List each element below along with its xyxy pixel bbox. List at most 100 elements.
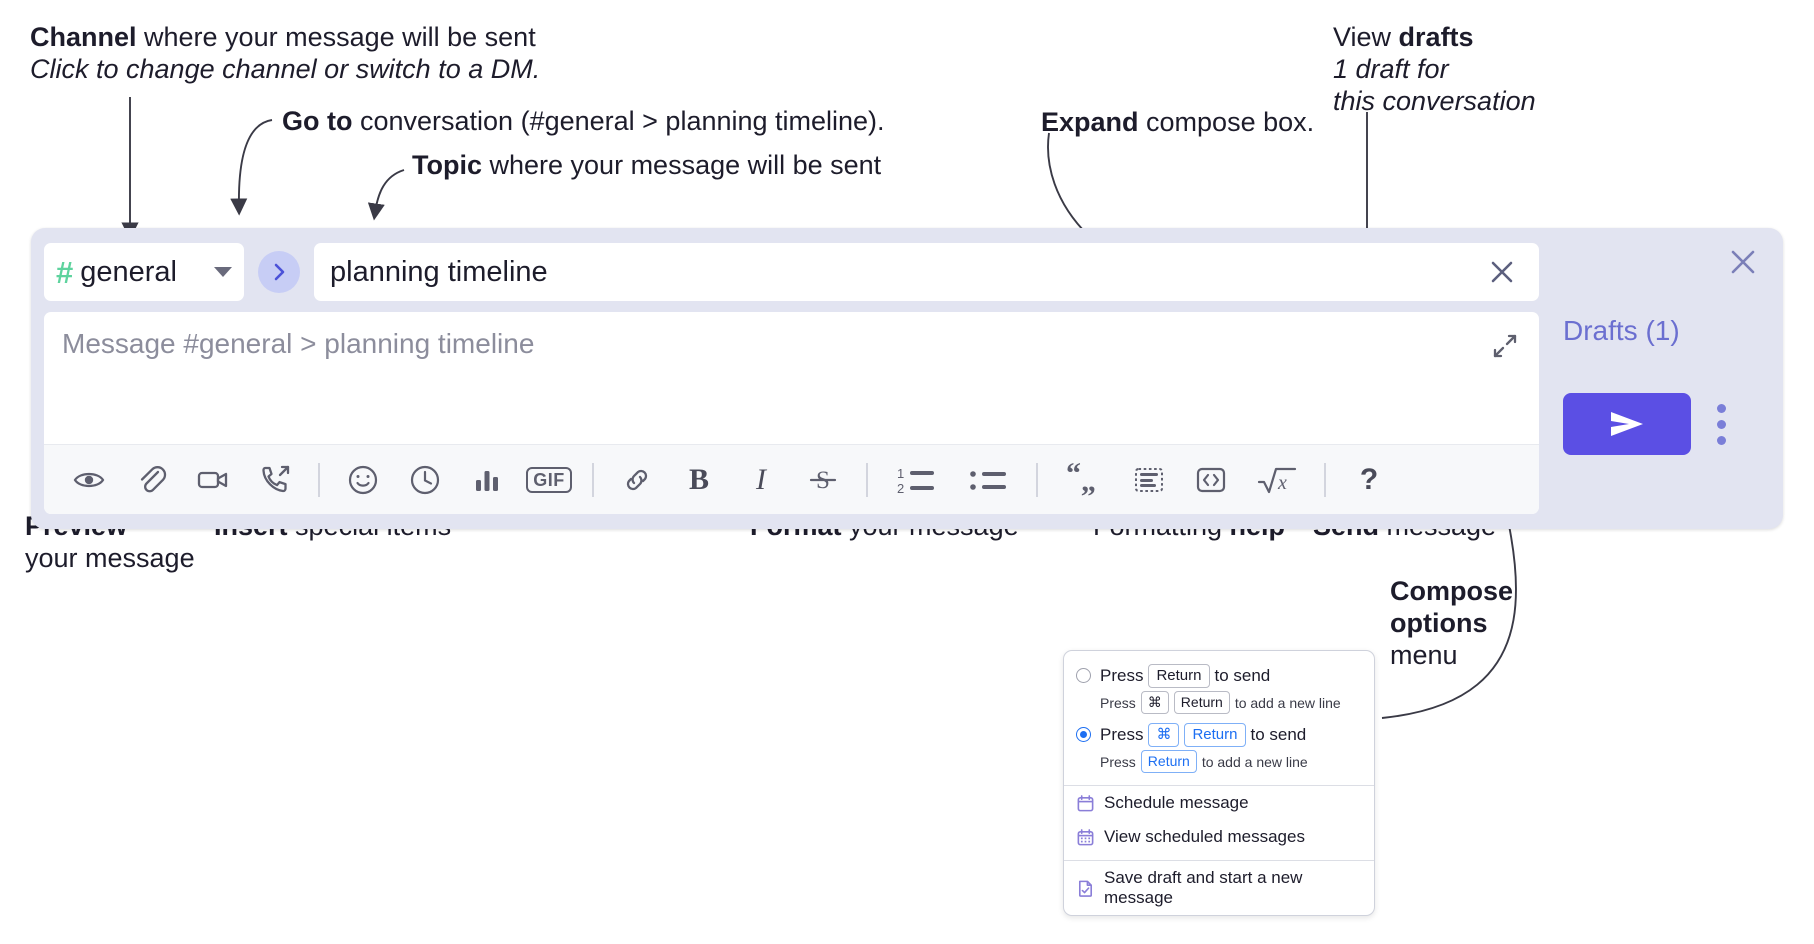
compose-options-button[interactable] (1703, 396, 1739, 452)
emoji-icon[interactable] (341, 458, 385, 502)
annotation-compose-options-line2: options (1390, 607, 1488, 638)
menu-item-label: Save draft and start a new message (1104, 868, 1303, 908)
radio-label: Press ⌘ Return to send (1100, 723, 1307, 748)
menu-item-schedule-message[interactable]: Schedule message (1064, 786, 1374, 820)
math-icon[interactable]: x (1251, 458, 1303, 502)
menu-radio-return-to-send[interactable]: Press Return to send (1064, 661, 1374, 689)
annotation-compose-options: Compose options menu (1390, 576, 1513, 672)
menu-item-label: View scheduled messages (1104, 827, 1305, 847)
gif-label: GIF (526, 466, 572, 493)
svg-text:x: x (1277, 472, 1287, 494)
key-return: Return (1148, 664, 1210, 689)
menu-radio-cmd-return-to-send[interactable]: Press ⌘ Return to send (1064, 720, 1374, 748)
annotation-drafts-line3: this conversation (1333, 85, 1536, 116)
radio2-sub-pre: Press (1100, 753, 1136, 770)
svg-text:„: „ (1081, 465, 1096, 497)
message-input[interactable]: Message #general > planning timeline (44, 312, 1539, 444)
annotation-drafts-line2: 1 draft for (1333, 53, 1449, 84)
menu-radio-1-sub: Press ⌘ Return to add a new line (1064, 688, 1374, 720)
key-command: ⌘ (1140, 691, 1169, 715)
italic-icon[interactable]: I (756, 462, 766, 496)
menu-item-label: Schedule message (1104, 793, 1249, 813)
radio-button-off[interactable] (1076, 668, 1091, 683)
annotation-topic-bold: Topic (412, 150, 482, 180)
close-compose-button[interactable] (1723, 242, 1763, 282)
strikethrough-icon[interactable]: S (801, 458, 845, 502)
ordered-list-icon[interactable]: 1 2 (889, 458, 943, 502)
dot (1716, 419, 1726, 429)
key-return: Return (1173, 691, 1230, 715)
topic-value: planning timeline (330, 255, 548, 288)
menu-divider (1064, 785, 1374, 787)
expand-icon (1493, 334, 1517, 358)
poll-icon[interactable] (465, 458, 509, 502)
save-draft-icon (1078, 880, 1093, 897)
menu-item-view-scheduled-messages[interactable]: View scheduled messages (1064, 820, 1374, 854)
annotation-expand-rest: compose box. (1138, 107, 1315, 137)
hash-icon: # (56, 254, 74, 290)
svg-text:“: “ (1066, 463, 1081, 490)
calendar-schedule-icon (1077, 794, 1094, 812)
send-paperplane-icon (1611, 412, 1643, 436)
drafts-link[interactable]: Drafts (1) (1563, 315, 1680, 346)
topic-field[interactable]: planning timeline (314, 243, 1539, 301)
annotation-channel-rest: where your message will be sent (136, 22, 536, 52)
help-icon[interactable]: ? (1359, 462, 1379, 496)
toolbar-separator (1036, 462, 1038, 497)
toolbar-separator (866, 462, 868, 497)
message-placeholder: Message #general > planning timeline (62, 328, 535, 359)
radio-button-on[interactable] (1076, 727, 1091, 743)
toolbar-separator (1324, 462, 1326, 497)
attachment-icon[interactable] (129, 458, 173, 502)
annotation-channel: Channel where your message will be sent … (30, 22, 540, 86)
annotation-channel-subtitle: Click to change channel or switch to a D… (30, 53, 541, 84)
radio1-post: to send (1214, 666, 1271, 686)
preview-icon[interactable] (67, 458, 111, 502)
key-return: Return (1184, 723, 1246, 748)
message-box: Message #general > planning timeline (44, 312, 1539, 514)
audio-clip-icon[interactable] (253, 458, 297, 502)
compose-toolbar: GIF B I S (44, 444, 1539, 514)
link-icon[interactable] (615, 458, 659, 502)
menu-radio-2-sub: Press Return to add a new line (1064, 747, 1374, 779)
compose-right-column: Drafts (1) (1551, 228, 1783, 529)
channel-name-label: general (80, 255, 177, 288)
menu-item-save-draft[interactable]: Save draft and start a new message (1064, 861, 1374, 915)
clock-icon[interactable] (403, 458, 447, 502)
chevron-right-icon (274, 263, 285, 281)
bulleted-list-icon[interactable] (961, 458, 1015, 502)
compose-header-row: # general planning timeline (44, 242, 1539, 302)
radio-label: Press Return to send (1100, 664, 1271, 689)
toolbar-separator (592, 462, 594, 497)
clear-topic-button[interactable] (1479, 249, 1525, 295)
svg-text:2: 2 (897, 481, 904, 496)
compose-inner: # general planning timeline M (44, 242, 1539, 514)
calendar-grid-icon (1077, 828, 1094, 846)
radio1-pre: Press (1100, 666, 1144, 686)
annotation-preview-rest: your message (25, 542, 195, 573)
svg-text:1: 1 (897, 466, 904, 481)
video-clip-icon[interactable] (191, 458, 235, 502)
bold-icon[interactable]: B (688, 462, 709, 496)
annotation-goto-rest: conversation (#general > planning timeli… (352, 106, 885, 136)
annotation-topic: Topic where your message will be sent (412, 150, 881, 182)
radio2-pre: Press (1100, 725, 1144, 745)
annotation-topic-rest: where your message will be sent (482, 150, 882, 180)
send-button[interactable] (1563, 393, 1691, 455)
channel-picker[interactable]: # general (44, 243, 244, 301)
blockquote-icon[interactable]: “ „ (1059, 458, 1109, 502)
expand-compose-button[interactable] (1485, 326, 1525, 366)
toolbar-separator (318, 462, 320, 497)
annotation-channel-bold: Channel (30, 22, 137, 52)
compose-options-menu: Press Return to send Press ⌘ Return to a… (1063, 650, 1375, 917)
compose-widget: # general planning timeline M (31, 228, 1783, 529)
annotation-drafts-bold: drafts (1398, 22, 1474, 52)
code-block-icon[interactable] (1127, 458, 1171, 502)
code-icon[interactable] (1189, 458, 1233, 502)
goto-conversation-button[interactable] (258, 251, 300, 293)
key-return: Return (1140, 750, 1197, 774)
annotation-goto: Go to conversation (#general > planning … (282, 106, 885, 138)
close-icon (1731, 250, 1755, 274)
radio2-post: to send (1250, 725, 1307, 745)
gif-icon[interactable]: GIF (526, 458, 572, 502)
